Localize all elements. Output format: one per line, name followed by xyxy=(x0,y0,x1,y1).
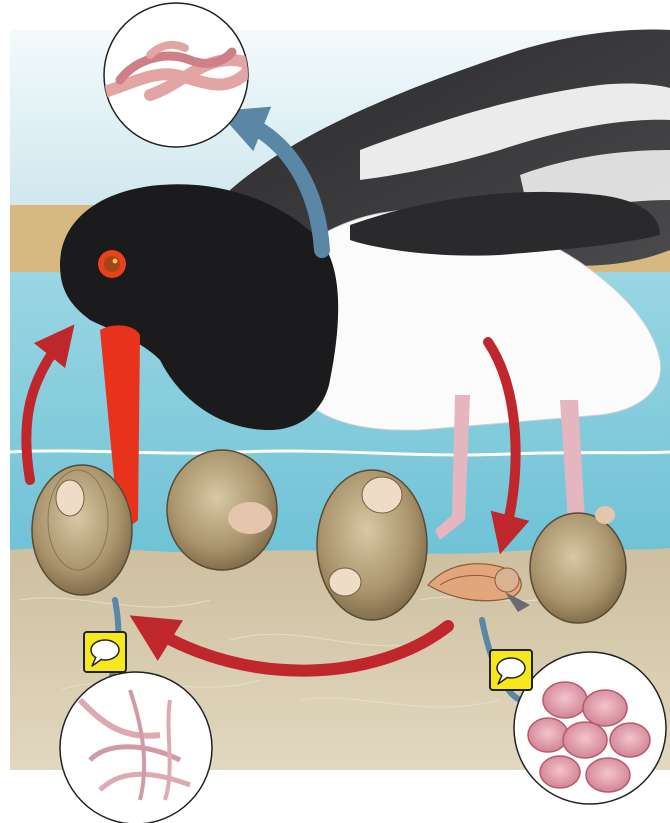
bird-eye-highlight xyxy=(113,259,118,264)
inset-eggs xyxy=(514,652,666,804)
cockle-shell-icon xyxy=(167,450,277,570)
inset-cercariae xyxy=(60,672,212,823)
bird-eye xyxy=(104,256,120,272)
speech-bubble-badge-right[interactable] xyxy=(490,650,532,690)
speech-bubble-badge-left[interactable] xyxy=(84,632,126,672)
cockle-shell-icon xyxy=(32,465,132,595)
cockle-shell-icon xyxy=(317,470,427,620)
